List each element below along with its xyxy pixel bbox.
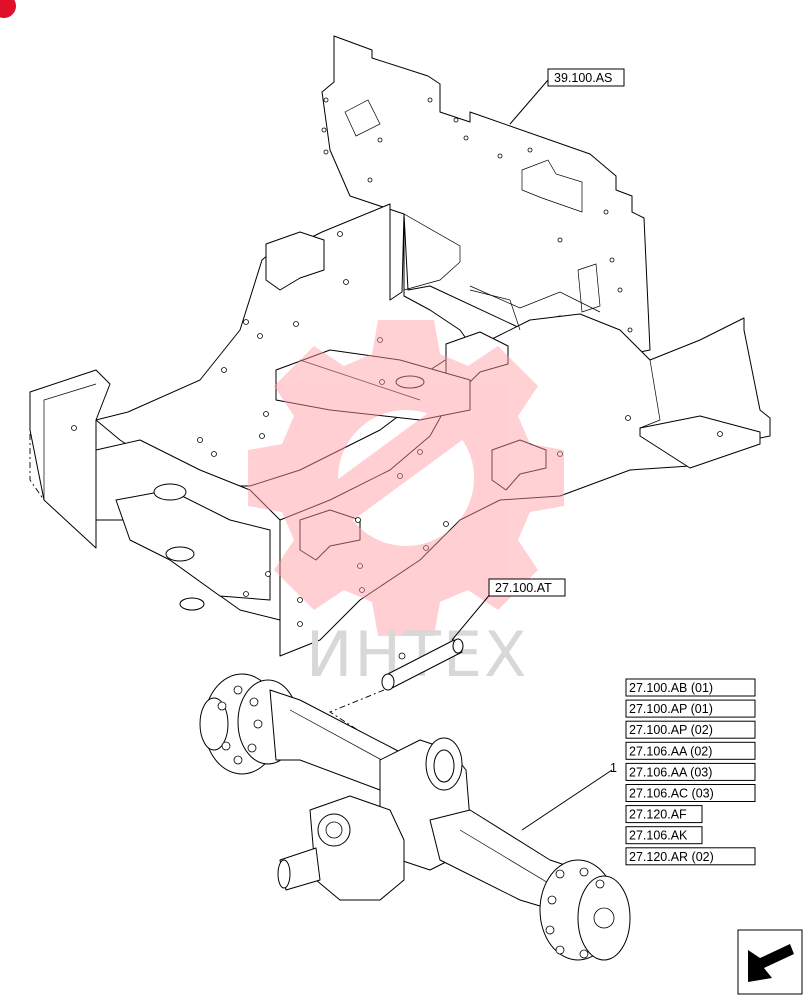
ref-label-item[interactable]: 27.100.AB (01) (625, 678, 756, 697)
ref-label-item[interactable]: 27.100.AP (01) (625, 699, 756, 718)
svg-text:27.120.AF: 27.120.AF (629, 808, 687, 822)
svg-text:27.106.AK: 27.106.AK (629, 829, 688, 843)
item-number: 1 (610, 761, 617, 775)
corner-badge-icon (0, 0, 16, 18)
axle-assembly-drawing (199, 673, 631, 961)
main-frame-drawing (29, 203, 771, 657)
watermark-gear-icon (248, 320, 564, 636)
svg-text:27.120.AR (02): 27.120.AR (02) (629, 850, 714, 864)
svg-text:27.106.AA (02): 27.106.AA (02) (629, 744, 712, 758)
ref-label-top[interactable]: 39.100.AS (547, 68, 625, 87)
svg-text:27.100.AB (01): 27.100.AB (01) (629, 681, 713, 695)
svg-text:27.106.AC (03): 27.106.AC (03) (629, 787, 714, 801)
svg-text:27.100.AP (02): 27.100.AP (02) (629, 723, 713, 737)
svg-text:27.100.AT: 27.100.AT (495, 581, 552, 595)
ref-label-item[interactable]: 27.100.AP (02) (625, 720, 756, 739)
ref-label-list: 27.100.AB (01) 27.100.AP (01) 27.100.AP (0… (625, 678, 756, 866)
ref-label-item[interactable]: 27.106.AK (625, 826, 703, 845)
ref-label-item[interactable]: 27.106.AC (03) (625, 784, 756, 802)
ref-label-pin[interactable]: 27.100.AT (488, 578, 566, 597)
svg-text:27.100.AP (01): 27.100.AP (01) (629, 702, 713, 716)
svg-text:39.100.AS: 39.100.AS (554, 71, 612, 85)
leader-line-top (509, 79, 549, 125)
svg-text:27.106.AA (03): 27.106.AA (03) (629, 765, 712, 779)
ref-label-item[interactable]: 27.106.AA (03) (625, 762, 756, 781)
ref-label-item[interactable]: 27.106.AA (02) (625, 741, 756, 760)
ref-label-item[interactable]: 27.120.AR (02) (625, 847, 756, 866)
leader-line-axle (521, 769, 613, 831)
leader-line-pin (451, 591, 493, 641)
watermark-text: ИНТЕХ (306, 618, 529, 691)
ref-label-item[interactable]: 27.120.AF (625, 805, 703, 824)
next-page-arrow-icon[interactable] (737, 929, 803, 995)
